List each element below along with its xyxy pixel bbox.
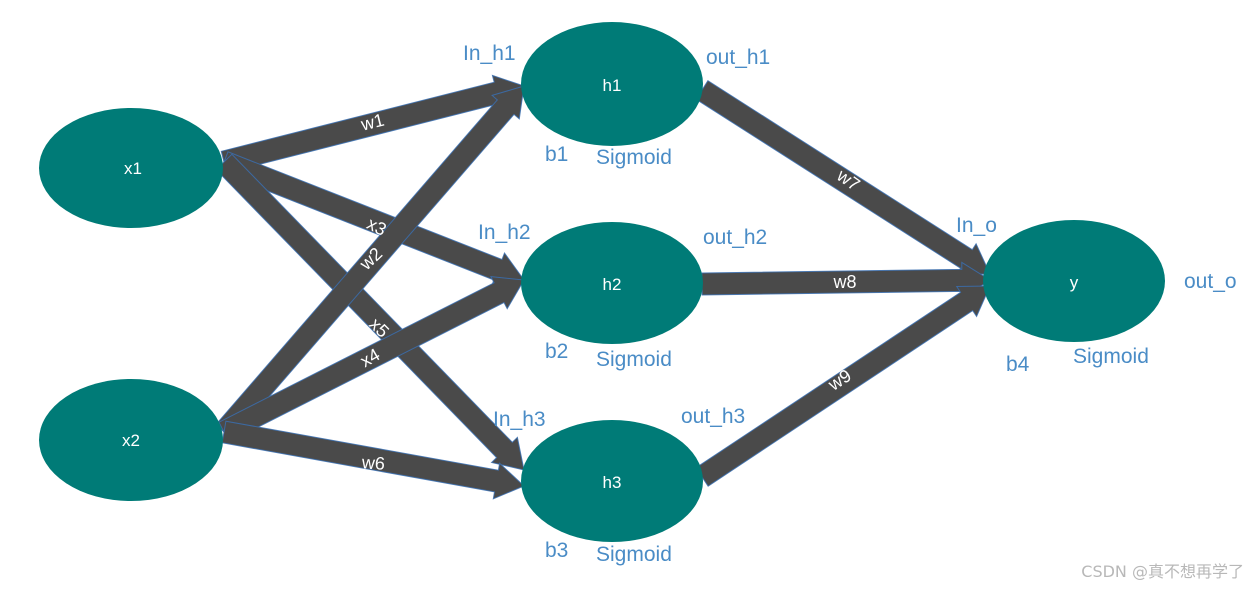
node-y: y bbox=[983, 220, 1165, 342]
arrow-x1-h3 bbox=[215, 153, 525, 471]
node-h3-ellipse bbox=[521, 420, 703, 542]
node-h2-label: h2 bbox=[603, 275, 622, 294]
annotation-labels: In_h1 out_h1 b1 Sigmoid In_h2 out_h2 b2 … bbox=[463, 42, 1237, 566]
label-b1: b1 bbox=[545, 143, 568, 166]
label-out-h3: out_h3 bbox=[681, 405, 745, 428]
arrow-h3-y bbox=[695, 285, 991, 487]
watermark: CSDN @真不想再学了 bbox=[1081, 562, 1244, 581]
node-y-label: y bbox=[1070, 273, 1079, 292]
node-x2: x2 bbox=[39, 379, 223, 501]
label-in-h3: In_h3 bbox=[493, 408, 546, 431]
label-sigmoid-h3: Sigmoid bbox=[596, 543, 672, 566]
node-x2-ellipse bbox=[39, 379, 223, 501]
arrow-x2-h1 bbox=[214, 85, 525, 440]
node-x1-ellipse bbox=[39, 108, 223, 228]
label-b2: b2 bbox=[545, 340, 568, 363]
arrow-x2-h2 bbox=[218, 276, 525, 443]
connections bbox=[214, 74, 991, 500]
node-y-ellipse bbox=[983, 220, 1165, 342]
node-x1: x1 bbox=[39, 108, 223, 228]
label-out-h1: out_h1 bbox=[706, 46, 770, 69]
node-x1-label: x1 bbox=[124, 159, 142, 178]
node-h3: h3 bbox=[521, 420, 703, 542]
node-h1: h1 bbox=[521, 22, 703, 146]
node-x2-label: x2 bbox=[122, 431, 140, 450]
label-in-o: In_o bbox=[956, 214, 997, 237]
node-h1-ellipse bbox=[521, 22, 703, 146]
weight-w6: w6 bbox=[360, 452, 385, 474]
node-h1-label: h1 bbox=[603, 76, 622, 95]
label-out-h2: out_h2 bbox=[703, 226, 767, 249]
label-b4: b4 bbox=[1006, 353, 1030, 376]
label-sigmoid-h2: Sigmoid bbox=[596, 348, 672, 371]
node-h3-label: h3 bbox=[603, 473, 622, 492]
arrow-x2-h3 bbox=[221, 420, 525, 500]
label-sigmoid-h1: Sigmoid bbox=[596, 146, 672, 169]
weight-w8: w8 bbox=[832, 272, 856, 292]
label-sigmoid-o: Sigmoid bbox=[1073, 345, 1149, 368]
node-h2: h2 bbox=[521, 222, 703, 344]
node-h2-ellipse bbox=[521, 222, 703, 344]
label-in-h1: In_h1 bbox=[463, 42, 516, 65]
label-in-h2: In_h2 bbox=[478, 221, 531, 244]
label-b3: b3 bbox=[545, 539, 568, 562]
label-out-o: out_o bbox=[1184, 270, 1237, 293]
